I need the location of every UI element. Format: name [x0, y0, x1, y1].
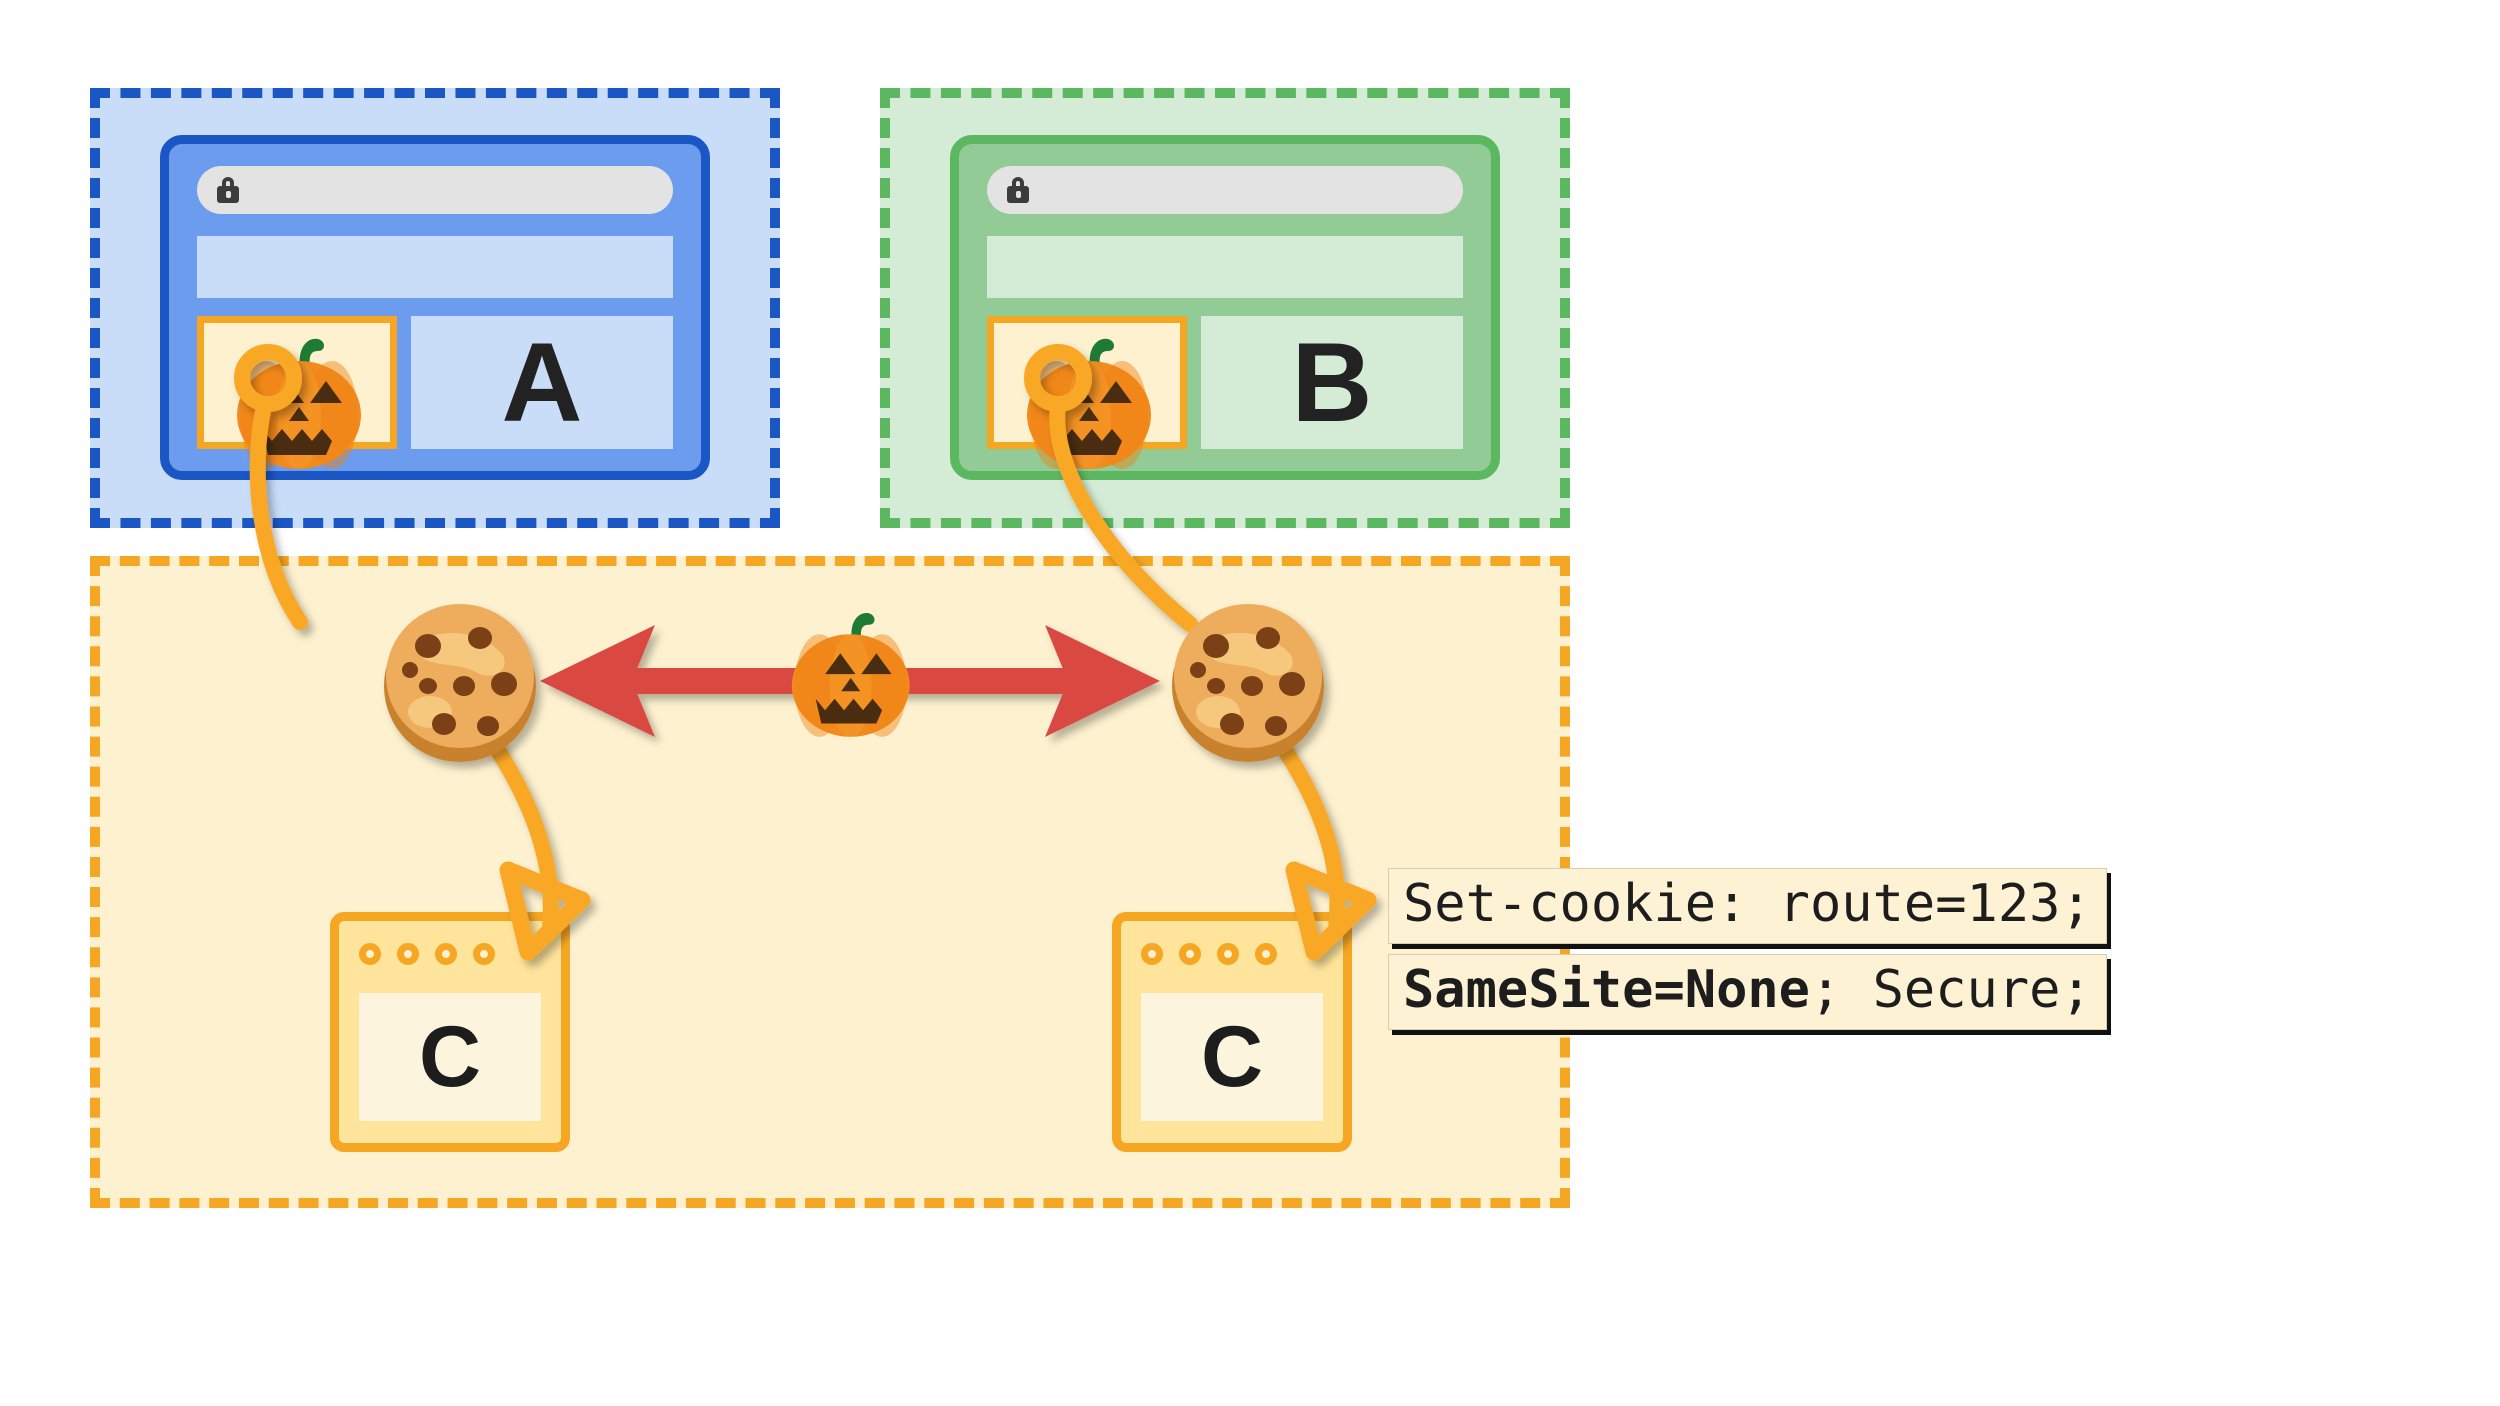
code-samesite-token: SameSite=None — [1403, 960, 1810, 1021]
page-header-strip-b — [987, 236, 1463, 298]
server-box-c-right: C — [1112, 912, 1352, 1152]
server-dot — [359, 943, 381, 965]
page-letter-panel-a: A — [411, 316, 673, 449]
url-bar-b[interactable] — [987, 166, 1463, 214]
lock-icon — [217, 177, 239, 203]
server-screen: C — [359, 993, 541, 1121]
browser-window-a: A — [160, 135, 710, 480]
server-dot — [1141, 943, 1163, 965]
page-content-a: A — [197, 316, 673, 469]
server-box-c-left: C — [330, 912, 570, 1152]
site-letter-b: B — [1291, 319, 1373, 445]
server-window-dots — [1141, 943, 1277, 965]
code-line-1: Set-cookie: route=123; — [1388, 868, 2107, 945]
pumpkin-icon — [237, 338, 361, 469]
server-dot — [435, 943, 457, 965]
embedded-frame-b — [987, 316, 1187, 469]
server-dot — [1179, 943, 1201, 965]
set-cookie-callout: Set-cookie: route=123; SameSite=None; Se… — [1388, 868, 2107, 1040]
server-letter-c-left: C — [418, 1009, 482, 1105]
page-header-strip-a — [197, 236, 673, 298]
page-content-b: B — [987, 316, 1463, 469]
lock-icon — [1007, 177, 1029, 203]
server-window-dots — [359, 943, 495, 965]
server-dot — [1217, 943, 1239, 965]
embedded-frame-a — [197, 316, 397, 469]
server-dot — [473, 943, 495, 965]
code-secure-token: ; Secure; — [1810, 960, 2092, 1021]
page-letter-panel-b: B — [1201, 316, 1463, 449]
site-letter-a: A — [501, 319, 583, 445]
code-line-2: SameSite=None; Secure; — [1388, 954, 2107, 1031]
browser-window-b: B — [950, 135, 1500, 480]
server-dot — [397, 943, 419, 965]
url-bar-a[interactable] — [197, 166, 673, 214]
server-letter-c-right: C — [1200, 1009, 1264, 1105]
pumpkin-icon — [1027, 338, 1151, 469]
server-screen: C — [1141, 993, 1323, 1121]
server-dot — [1255, 943, 1277, 965]
